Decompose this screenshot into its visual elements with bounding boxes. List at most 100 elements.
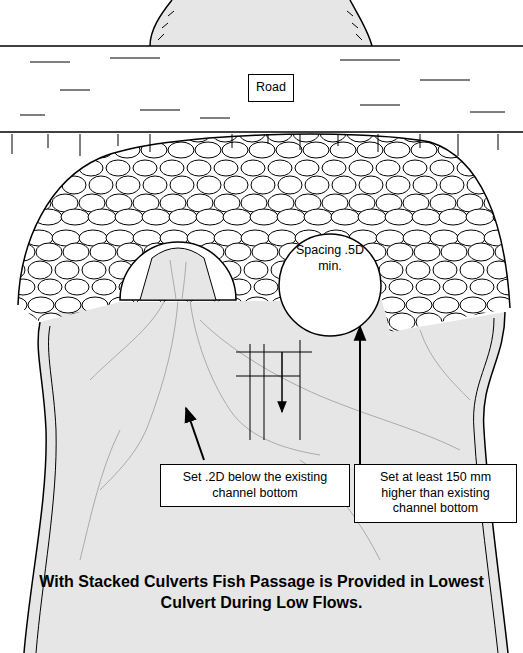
- rock: [332, 176, 356, 194]
- rock: [115, 209, 143, 225]
- rock: [403, 160, 427, 176]
- rock: [467, 176, 491, 194]
- rock: [479, 329, 505, 345]
- road: [0, 46, 523, 156]
- label-text: Set at least 150 mm higher than existing…: [362, 470, 509, 517]
- rock: [209, 329, 235, 345]
- rock: [349, 160, 373, 176]
- rock: [146, 313, 172, 331]
- rock: [0, 329, 19, 345]
- rock: [263, 329, 289, 345]
- rock: [74, 329, 100, 345]
- rock: [214, 160, 238, 176]
- rock: [412, 209, 440, 225]
- dimension-note: Spacing .5D min.: [292, 243, 368, 274]
- rock: [416, 279, 440, 295]
- rock: [387, 243, 413, 261]
- rock: [142, 209, 170, 225]
- rock: [385, 209, 413, 225]
- rock: [384, 142, 410, 158]
- rock: [322, 160, 346, 176]
- rock: [225, 243, 251, 261]
- rock: [460, 261, 484, 279]
- rock: [379, 297, 405, 313]
- rock: [8, 176, 32, 194]
- rock: [358, 209, 386, 225]
- rock: [430, 160, 454, 176]
- rock: [466, 209, 494, 225]
- rock: [425, 329, 451, 345]
- rock: [133, 160, 157, 176]
- rock: [224, 176, 248, 194]
- rock: [28, 297, 54, 313]
- rock: [433, 261, 457, 279]
- rock: [55, 297, 81, 313]
- rock: [196, 209, 224, 225]
- rock: [88, 209, 116, 225]
- rock: [439, 209, 467, 225]
- rock: [277, 209, 305, 225]
- rock: [200, 313, 226, 331]
- rock: [371, 329, 397, 345]
- rock: [443, 313, 469, 331]
- rock: [470, 279, 494, 295]
- rock: [7, 209, 35, 225]
- rock: [379, 261, 403, 279]
- rock: [101, 329, 127, 345]
- rock: [169, 209, 197, 225]
- culvert-outline: [279, 234, 381, 336]
- dimension-lines: [236, 340, 312, 440]
- upstream-channel: [150, 0, 372, 46]
- rock: [89, 176, 113, 194]
- rock: [359, 176, 383, 194]
- rock: [143, 176, 167, 194]
- rock: [11, 279, 35, 295]
- rock: [494, 176, 518, 194]
- callout-box: Set .2D below the existing channel botto…: [160, 464, 350, 507]
- rock: [60, 142, 86, 158]
- rock: [304, 209, 332, 225]
- rock: [495, 243, 521, 261]
- rock: [38, 279, 62, 295]
- rock: [61, 209, 89, 225]
- road-label-box: Road: [248, 74, 294, 102]
- rock: [170, 176, 194, 194]
- rock: [438, 142, 464, 158]
- rock: [87, 142, 113, 158]
- rock: [168, 142, 194, 158]
- rock: [376, 160, 400, 176]
- rock: [28, 261, 52, 279]
- rock: [241, 160, 265, 176]
- rock: [389, 279, 413, 295]
- rock: [268, 160, 292, 176]
- rock: [251, 176, 275, 194]
- rock: [331, 209, 359, 225]
- leader-arrow: [359, 326, 361, 464]
- rock: [452, 329, 478, 345]
- rock: [406, 261, 430, 279]
- rock: [484, 230, 512, 246]
- callout-box: Set at least 150 mm higher than existing…: [354, 464, 517, 523]
- rock: [92, 313, 118, 331]
- label-text: Set .2D below the existing channel botto…: [168, 470, 342, 501]
- rock: [55, 261, 79, 279]
- rock: [416, 313, 442, 331]
- rock: [52, 160, 76, 176]
- rock: [38, 313, 64, 331]
- rock: [20, 329, 46, 345]
- rock: [11, 313, 37, 331]
- rock: [116, 176, 140, 194]
- rock: [195, 142, 221, 158]
- upper-culvert: Spacing .5D min.: [278, 233, 382, 337]
- rock: [441, 243, 467, 261]
- rock: [63, 243, 89, 261]
- rock: [433, 297, 459, 313]
- rock: [90, 243, 116, 261]
- rock: [484, 160, 508, 176]
- rock: [440, 176, 464, 194]
- rock: [303, 142, 329, 158]
- rock: [254, 313, 280, 331]
- rock: [65, 313, 91, 331]
- rock: [497, 313, 523, 331]
- rock: [414, 243, 440, 261]
